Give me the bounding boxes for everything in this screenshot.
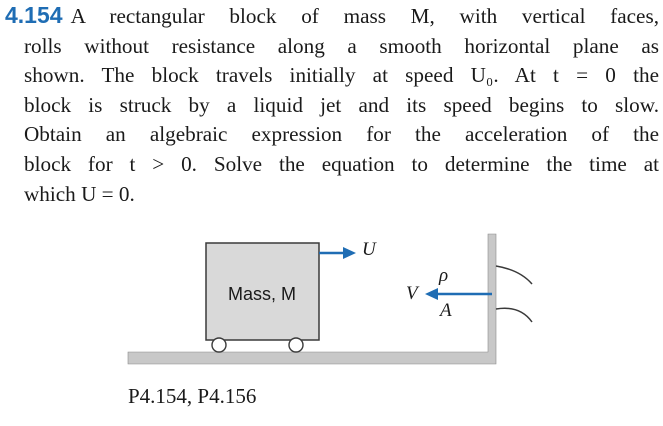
- problem-line-2: rolls without resistance along a smooth …: [24, 33, 659, 58]
- figure-caption: P4.154, P4.156: [128, 384, 257, 408]
- problem-text-line: A rectangular block of mass M, with vert…: [70, 4, 659, 28]
- jet-arrowhead: [425, 288, 438, 300]
- nozzle-upper-curve: [495, 265, 533, 285]
- left-wheel: [211, 337, 227, 353]
- mass-block: [205, 242, 320, 341]
- density-label: ρ: [439, 265, 449, 286]
- block-velocity-arrowhead: [343, 247, 356, 259]
- block-mass-label: Mass, M: [228, 284, 297, 304]
- problem-line-4: block is struck by a liquid jet and its …: [24, 92, 659, 117]
- problem-line-7: which U = 0.: [24, 181, 135, 206]
- problem-number: 4.154: [5, 2, 63, 28]
- problem-line-1: 4.154 A rectangular block of mass M, with…: [5, 1, 659, 32]
- nozzle-lower-curve: [495, 307, 533, 323]
- velocity-label: U: [362, 239, 376, 260]
- problem-line-5: Obtain an algebraic expression for the a…: [24, 122, 659, 147]
- area-label: A: [440, 300, 452, 321]
- right-wheel: [288, 337, 304, 353]
- problem-line-6: block for t > 0. Solve the equation to d…: [24, 151, 659, 176]
- ground-plane: [127, 233, 497, 365]
- problem-line-3: shown. The block travels initially at sp…: [24, 63, 659, 88]
- problem-statement: 4.154 A rectangular block of mass M, with…: [5, 1, 659, 209]
- jet-velocity-label: V: [406, 283, 418, 304]
